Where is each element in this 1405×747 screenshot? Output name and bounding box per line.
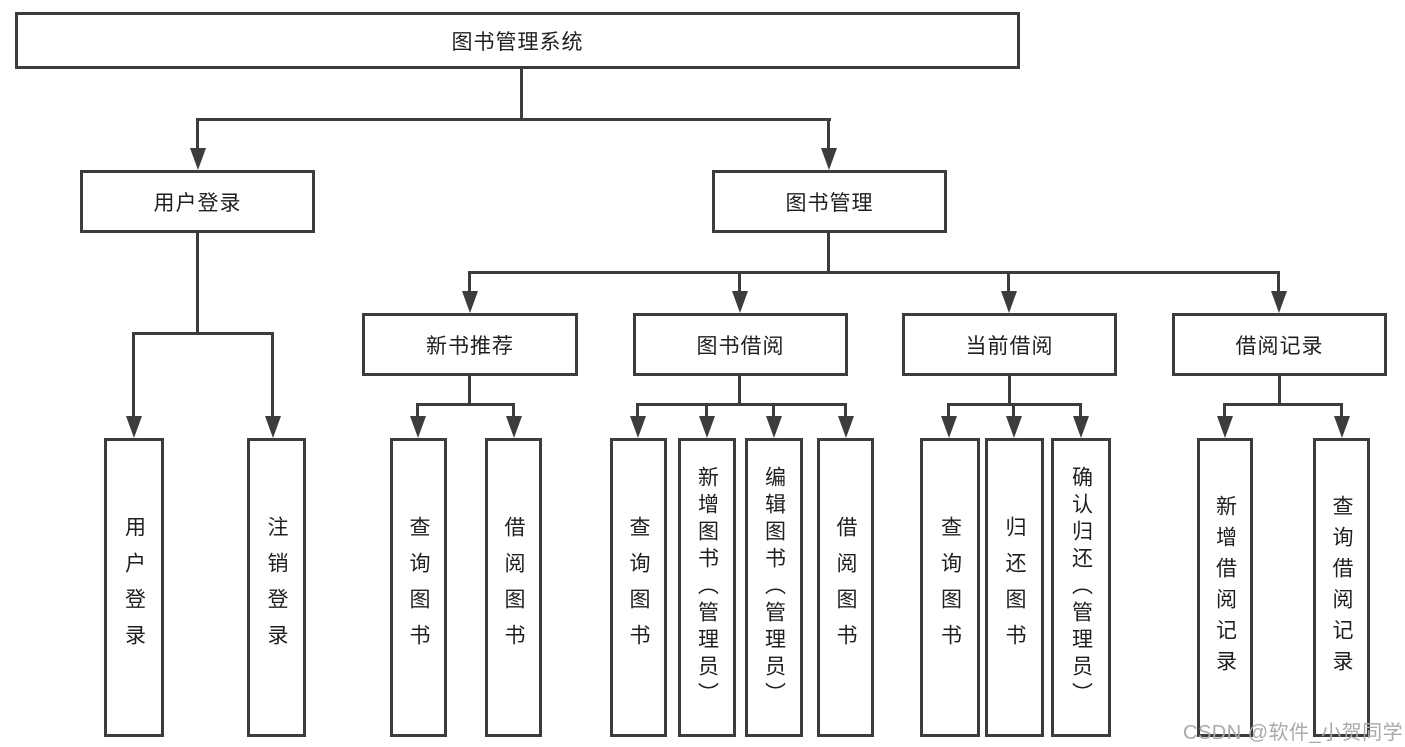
- leaf-logout-box: 注销登录: [247, 438, 306, 737]
- arrow-down-icon: [265, 416, 281, 438]
- connector-line: [196, 233, 199, 335]
- node-book-borrowing-box: 图书借阅: [633, 313, 848, 376]
- leaf-confirm-return-admin-label: 确认归还（管理员）: [1069, 466, 1093, 709]
- arrow-down-icon: [821, 148, 837, 170]
- connector-line: [512, 403, 515, 419]
- connector-line: [470, 271, 1280, 274]
- arrow-down-icon: [1334, 416, 1350, 438]
- leaf-edit-books-admin-box: 编辑图书（管理员）: [745, 438, 803, 737]
- connector-line: [637, 403, 847, 406]
- node-book-management-label: 图书管理: [785, 191, 874, 215]
- connector-line: [1277, 271, 1280, 294]
- arrow-down-icon: [410, 416, 426, 438]
- connector-line: [1224, 403, 1342, 406]
- leaf-return-books-box: 归还图书: [985, 438, 1044, 737]
- leaf-borrow-books-borrowing-label: 借阅图书: [834, 515, 857, 660]
- connector-line: [705, 403, 708, 419]
- leaf-user-login-label: 用户登录: [122, 515, 146, 660]
- leaf-borrow-books-recommend-label: 借阅图书: [502, 515, 525, 660]
- arrow-down-icon: [1001, 291, 1017, 313]
- node-root-box: 图书管理系统: [15, 12, 1020, 69]
- connector-line: [132, 332, 135, 418]
- connector-line: [827, 118, 830, 151]
- connector-line: [1340, 403, 1343, 419]
- leaf-query-books-current-label: 查询图书: [938, 515, 962, 660]
- connector-line: [196, 118, 199, 151]
- leaf-user-login-box: 用户登录: [104, 438, 164, 737]
- arrow-down-icon: [699, 416, 715, 438]
- node-borrowing-records-label: 借阅记录: [1235, 334, 1324, 358]
- leaf-query-books-recommend-box: 查询图书: [390, 438, 447, 737]
- connector-line: [844, 403, 847, 419]
- leaf-add-borrow-record-label: 新增借阅记录: [1213, 494, 1237, 681]
- connector-line: [520, 69, 523, 121]
- connector-line: [947, 403, 950, 419]
- connector-line: [416, 403, 419, 419]
- node-root-label: 图书管理系统: [451, 30, 584, 54]
- arrow-down-icon: [1006, 416, 1022, 438]
- connector-line: [772, 403, 775, 419]
- leaf-logout-label: 注销登录: [265, 515, 288, 660]
- leaf-return-books-label: 归还图书: [1003, 515, 1026, 660]
- arrow-down-icon: [190, 148, 206, 170]
- connector-line: [134, 332, 274, 335]
- leaf-add-borrow-record-box: 新增借阅记录: [1197, 438, 1253, 737]
- leaf-add-books-admin-label: 新增图书（管理员）: [695, 466, 719, 709]
- leaf-query-books-borrowing-label: 查询图书: [627, 515, 650, 660]
- node-book-borrowing-label: 图书借阅: [696, 334, 785, 358]
- connector-line: [1008, 376, 1011, 406]
- connector-line: [271, 332, 274, 418]
- arrow-down-icon: [766, 416, 782, 438]
- node-user-login-box: 用户登录: [80, 170, 315, 233]
- leaf-query-books-current-box: 查询图书: [920, 438, 980, 737]
- node-new-book-recommend-box: 新书推荐: [362, 313, 578, 376]
- connector-line: [1278, 376, 1281, 406]
- connector-line: [738, 271, 741, 294]
- arrow-down-icon: [838, 416, 854, 438]
- leaf-add-books-admin-box: 新增图书（管理员）: [678, 438, 736, 737]
- leaf-confirm-return-admin-box: 确认归还（管理员）: [1051, 438, 1111, 737]
- connector-line: [827, 233, 830, 274]
- leaf-query-borrow-record-label: 查询借阅记录: [1330, 494, 1353, 681]
- node-book-management-box: 图书管理: [712, 170, 947, 233]
- arrow-down-icon: [1217, 416, 1233, 438]
- arrow-down-icon: [941, 416, 957, 438]
- leaf-borrow-books-recommend-box: 借阅图书: [485, 438, 542, 737]
- leaf-borrow-books-borrowing-box: 借阅图书: [817, 438, 874, 737]
- arrow-down-icon: [1271, 291, 1287, 313]
- node-new-book-recommend-label: 新书推荐: [426, 334, 514, 358]
- node-current-borrowing-box: 当前借阅: [902, 313, 1117, 376]
- connector-line: [468, 376, 471, 406]
- connector-line: [1079, 403, 1082, 419]
- leaf-query-books-borrowing-box: 查询图书: [610, 438, 667, 737]
- connector-line: [738, 376, 741, 406]
- connector-line: [1223, 403, 1226, 419]
- arrow-down-icon: [1073, 416, 1089, 438]
- connector-line: [948, 403, 1082, 406]
- arrow-down-icon: [732, 291, 748, 313]
- connector-line: [468, 271, 471, 294]
- arrow-down-icon: [462, 291, 478, 313]
- leaf-edit-books-admin-label: 编辑图书（管理员）: [762, 466, 786, 709]
- arrow-down-icon: [506, 416, 522, 438]
- node-borrowing-records-box: 借阅记录: [1172, 313, 1387, 376]
- node-current-borrowing-label: 当前借阅: [965, 334, 1054, 358]
- node-user-login-label: 用户登录: [153, 191, 242, 215]
- connector-line: [197, 118, 831, 121]
- connector-line: [417, 403, 515, 406]
- connector-line: [1012, 403, 1015, 419]
- leaf-query-borrow-record-box: 查询借阅记录: [1313, 438, 1370, 737]
- connector-line: [1007, 271, 1010, 294]
- leaf-query-books-recommend-label: 查询图书: [407, 515, 430, 660]
- arrow-down-icon: [630, 416, 646, 438]
- connector-line: [636, 403, 639, 419]
- watermark-text: CSDN @软件_小贺同学: [1183, 722, 1404, 744]
- arrow-down-icon: [126, 416, 142, 438]
